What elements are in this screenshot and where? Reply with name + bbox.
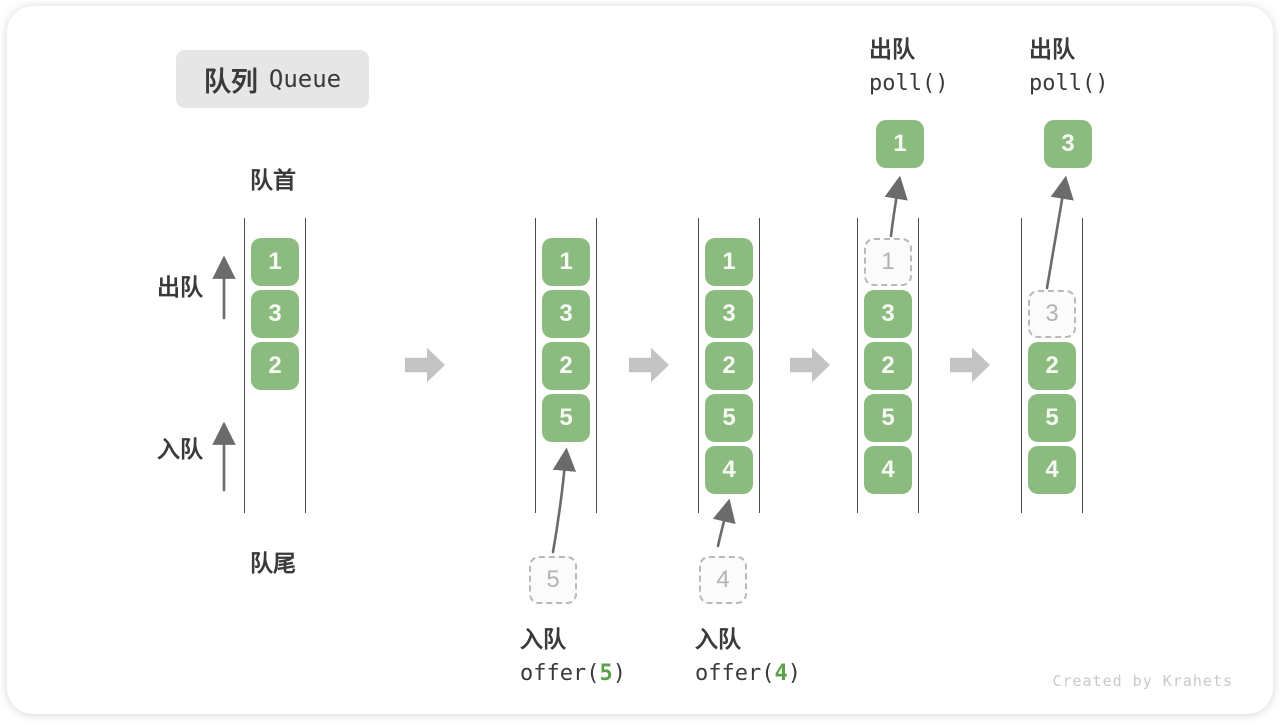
flow-arrow-icon — [629, 347, 669, 383]
queue-slot: 2 — [864, 342, 912, 390]
queue-slot: 5 — [705, 394, 753, 442]
queue-slot: 5 — [542, 394, 590, 442]
queue-slot: 2 — [542, 342, 590, 390]
queue-slot: 2 — [251, 342, 299, 390]
dequeue-op-caption: 出队 poll() — [869, 34, 948, 99]
enqueue-op-code: offer(5) — [520, 661, 626, 686]
dequeue-op-code: poll() — [869, 71, 949, 96]
watermark: Created by Krahets — [1052, 672, 1233, 690]
title-badge: 队列 Queue — [176, 50, 369, 108]
side-dequeue-label: 出队 — [157, 274, 203, 300]
queue-slot: 3 — [705, 290, 753, 338]
queue-slot: 4 — [864, 446, 912, 494]
dequeued-value-box: 1 — [876, 120, 924, 168]
dequeue-op-label: 出队 — [1029, 36, 1075, 62]
queue-slot: 3 — [864, 290, 912, 338]
flow-arrow-icon — [405, 347, 445, 383]
queue-slot: 5 — [1028, 394, 1076, 442]
side-enqueue-label: 入队 — [157, 436, 203, 462]
enqueue-ghost-box: 5 — [529, 556, 577, 604]
queue-slot: 3 — [251, 290, 299, 338]
queue-slot: 1 — [542, 238, 590, 286]
dequeued-value-box: 3 — [1044, 120, 1092, 168]
queue-slot: 2 — [1028, 342, 1076, 390]
title-zh: 队列 — [203, 66, 258, 97]
queue-slot: 3 — [542, 290, 590, 338]
enqueue-ghost-box: 4 — [699, 556, 747, 604]
flow-arrow-icon — [950, 347, 990, 383]
dequeue-op-code: poll() — [1029, 71, 1109, 96]
queue-rear-label: 队尾 — [250, 550, 296, 576]
dequeue-op-caption: 出队 poll() — [1029, 34, 1108, 99]
queue-front-label: 队首 — [250, 167, 296, 193]
enqueue-op-label: 入队 — [695, 626, 741, 652]
queue-slot: 4 — [705, 446, 753, 494]
enqueue-op-caption: 入队 offer(5) — [520, 624, 626, 689]
queue-slot-ghost: 1 — [864, 238, 912, 286]
flow-arrow-icon — [790, 347, 830, 383]
queue-slot-ghost: 3 — [1028, 290, 1076, 338]
queue-slot: 2 — [705, 342, 753, 390]
queue-slot: 4 — [1028, 446, 1076, 494]
queue-slot: 5 — [864, 394, 912, 442]
enqueue-op-code: offer(4) — [695, 661, 801, 686]
enqueue-op-caption: 入队 offer(4) — [695, 624, 801, 689]
dequeue-op-label: 出队 — [869, 36, 915, 62]
queue-slot: 1 — [705, 238, 753, 286]
queue-slot: 1 — [251, 238, 299, 286]
enqueue-op-label: 入队 — [520, 626, 566, 652]
title-en: Queue — [268, 65, 342, 93]
